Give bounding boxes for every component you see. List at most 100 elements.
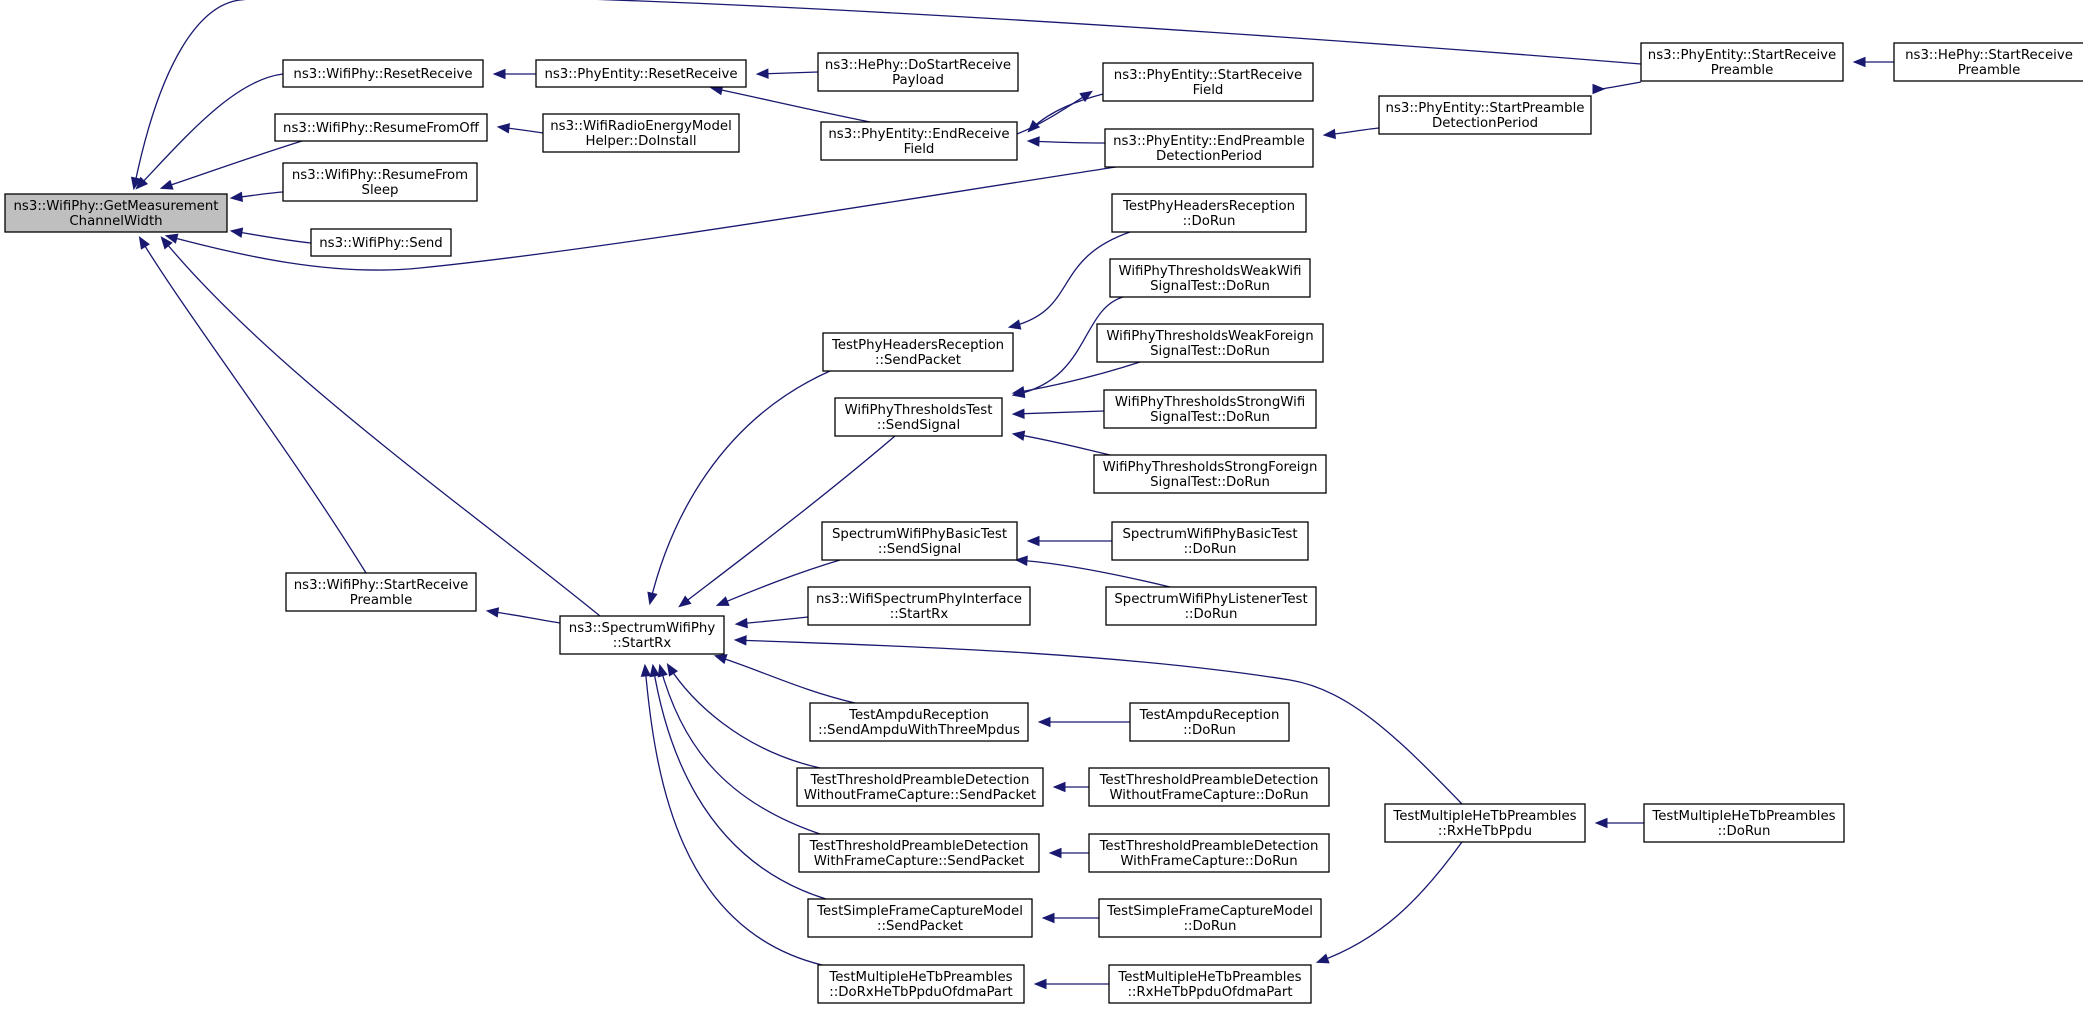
arrowhead-icon bbox=[1007, 319, 1022, 330]
arrowhead-icon bbox=[1052, 781, 1066, 793]
arrowhead-icon bbox=[1011, 430, 1026, 441]
node-box bbox=[274, 113, 488, 142]
node-pe-startpre[interactable]: ns3::PhyEntity::StartPreambleDetectionPe… bbox=[1378, 95, 1592, 135]
node-tmh-rxofdma[interactable]: TestMultipleHeTbPreambles::RxHeTbPpduOfd… bbox=[1108, 964, 1312, 1004]
graph-nodes: ns3::WifiPhy::GetMeasurementChannelWidth… bbox=[4, 42, 2083, 1004]
node-label-line: SpectrumWifiPhyBasicTest bbox=[832, 527, 1007, 542]
arrowhead-icon bbox=[1037, 716, 1051, 728]
node-label-line: TestPhyHeadersReception bbox=[1122, 199, 1295, 214]
arrowhead-icon bbox=[755, 68, 769, 79]
node-wt-strongwifi[interactable]: WifiPhyThresholdsStrongWifiSignalTest::D… bbox=[1103, 389, 1317, 429]
node-swpl-dorun[interactable]: SpectrumWifiPhyListenerTest::DoRun bbox=[1105, 586, 1317, 626]
node-label-line: ns3::WifiPhy::Send bbox=[319, 236, 443, 251]
node-label-line: ns3::SpectrumWifiPhy bbox=[569, 621, 716, 636]
node-wp-reset[interactable]: ns3::WifiPhy::ResetReceive bbox=[282, 59, 484, 88]
edge-line bbox=[1016, 91, 1092, 135]
node-label-line: Field bbox=[904, 142, 935, 157]
node-label-line: SignalTest::DoRun bbox=[1150, 410, 1270, 425]
node-label-line: SignalTest::DoRun bbox=[1150, 279, 1270, 294]
node-box bbox=[1105, 586, 1317, 626]
node-label-line: ns3::PhyEntity::StartPreamble bbox=[1386, 101, 1585, 116]
node-tmh-dorx[interactable]: TestMultipleHeTbPreambles::DoRxHeTbPpduO… bbox=[817, 964, 1025, 1004]
edge-pe_startfield-to-pe_endfield bbox=[1027, 93, 1104, 133]
node-label-line: ::StartRx bbox=[613, 636, 672, 651]
node-tmh-rx[interactable]: TestMultipleHeTbPreambles::RxHeTbPpdu bbox=[1384, 803, 1586, 843]
node-label-line: Preamble bbox=[350, 593, 413, 608]
node-label-line: WifiPhyThresholdsWeakWifi bbox=[1118, 264, 1301, 279]
edge-he_startrecvpre-to-pe_startrecvpre bbox=[1852, 56, 1894, 68]
node-label-line: ns3::WifiRadioEnergyModel bbox=[550, 119, 732, 134]
edge-swpl_dorun-to-swpb_send bbox=[1014, 555, 1171, 588]
edge-line bbox=[1013, 433, 1111, 456]
node-tmh-dorun[interactable]: TestMultipleHeTbPreambles::DoRun bbox=[1643, 803, 1845, 843]
node-tar-dorun[interactable]: TestAmpduReception::DoRun bbox=[1129, 702, 1290, 742]
node-tsfc-send[interactable]: TestSimpleFrameCaptureModel::SendPacket bbox=[807, 898, 1033, 938]
node-wt-weakforeign[interactable]: WifiPhyThresholdsWeakForeignSignalTest::… bbox=[1096, 323, 1324, 363]
node-label-line: Field bbox=[1193, 83, 1224, 98]
arrowhead-icon bbox=[666, 663, 679, 677]
edge-wp_startrecv-to-root bbox=[138, 236, 367, 574]
edge-tmh_rx-to-tmh_rxofdma bbox=[1315, 841, 1463, 964]
node-label-line: ::SendSignal bbox=[878, 542, 961, 557]
node-label-line: TestSimpleFrameCaptureModel bbox=[1106, 904, 1313, 919]
node-label-line: WithFrameCapture::SendPacket bbox=[814, 854, 1024, 869]
edge-wt_strongforeign-to-wtt_send bbox=[1011, 430, 1111, 456]
arrowhead-icon bbox=[1026, 535, 1040, 547]
node-wt-strongforeign[interactable]: WifiPhyThresholdsStrongForeignSignalTest… bbox=[1093, 454, 1327, 494]
arrowhead-icon bbox=[130, 176, 142, 191]
node-box bbox=[1893, 42, 2083, 82]
node-label-line: SignalTest::DoRun bbox=[1150, 344, 1270, 359]
node-tphr-dorun[interactable]: TestPhyHeadersReception::DoRun bbox=[1111, 193, 1307, 233]
node-energy[interactable]: ns3::WifiRadioEnergyModelHelper::DoInsta… bbox=[542, 113, 740, 153]
edge-energy-to-wp_resumeoff bbox=[496, 123, 544, 134]
node-label-line: ns3::WifiPhy::ResumeFromOff bbox=[283, 121, 480, 136]
node-tsfc-dorun[interactable]: TestSimpleFrameCaptureModel::DoRun bbox=[1098, 898, 1322, 938]
arrowhead-icon bbox=[1594, 817, 1608, 829]
node-wsp-startrx[interactable]: ns3::WifiSpectrumPhyInterface::StartRx bbox=[807, 586, 1031, 626]
node-swpb-send[interactable]: SpectrumWifiPhyBasicTest::SendSignal bbox=[821, 521, 1018, 561]
edge-pe_startrecvpre-to-pe_startpre bbox=[1592, 81, 1642, 95]
node-ttpd-wo-dorun[interactable]: TestThresholdPreambleDetectionWithoutFra… bbox=[1088, 767, 1330, 807]
arrowhead-icon bbox=[229, 191, 244, 203]
node-tphr-send[interactable]: TestPhyHeadersReception::SendPacket bbox=[822, 332, 1014, 372]
arrowhead-icon bbox=[1592, 83, 1606, 95]
edge-line bbox=[717, 559, 841, 606]
node-ttpd-w-send[interactable]: TestThresholdPreambleDetectionWithFrameC… bbox=[798, 833, 1040, 873]
node-label-line: TestAmpduReception bbox=[1139, 708, 1280, 723]
edge-line bbox=[1013, 296, 1124, 396]
node-swpb-dorun[interactable]: SpectrumWifiPhyBasicTest::DoRun bbox=[1111, 521, 1309, 561]
node-ttpd-w-dorun[interactable]: TestThresholdPreambleDetectionWithFrameC… bbox=[1088, 833, 1330, 873]
node-pe-reset[interactable]: ns3::PhyEntity::ResetReceive bbox=[535, 59, 747, 88]
node-box bbox=[1102, 62, 1314, 102]
edge-pe_endpre-to-pe_endfield bbox=[1026, 136, 1106, 147]
node-pe-endpre[interactable]: ns3::PhyEntity::EndPreambleDetectionPeri… bbox=[1104, 128, 1314, 168]
node-spectrum-startrx[interactable]: ns3::SpectrumWifiPhy::StartRx bbox=[559, 615, 725, 655]
edge-pe_reset-to-wp_reset bbox=[492, 68, 536, 80]
node-wtt-send[interactable]: WifiPhyThresholdsTest::SendSignal bbox=[834, 397, 1003, 437]
node-box bbox=[1098, 898, 1322, 938]
node-tar-send[interactable]: TestAmpduReception::SendAmpduWithThreeMp… bbox=[809, 702, 1029, 742]
edge-line bbox=[1602, 81, 1642, 90]
edge-pe_startrecvpre-to-root bbox=[130, 0, 1642, 191]
edge-line bbox=[161, 237, 601, 617]
node-ttpd-wo-send[interactable]: TestThresholdPreambleDetectionWithoutFra… bbox=[796, 767, 1044, 807]
edge-tsfc_dorun-to-tsfc_send bbox=[1041, 912, 1099, 924]
edge-line bbox=[711, 87, 871, 123]
edge-tar_send-to-spectrum_startrx bbox=[713, 654, 856, 704]
node-wp-resumeoff[interactable]: ns3::WifiPhy::ResumeFromOff bbox=[274, 113, 488, 142]
node-label-line: ns3::HePhy::DoStartReceive bbox=[825, 58, 1011, 73]
node-wt-weakwifi[interactable]: WifiPhyThresholdsWeakWifiSignalTest::DoR… bbox=[1109, 258, 1311, 298]
node-box bbox=[821, 521, 1018, 561]
node-wp-send[interactable]: ns3::WifiPhy::Send bbox=[310, 228, 452, 257]
node-label-line: ::DoRun bbox=[1183, 723, 1236, 738]
node-box bbox=[817, 964, 1025, 1004]
